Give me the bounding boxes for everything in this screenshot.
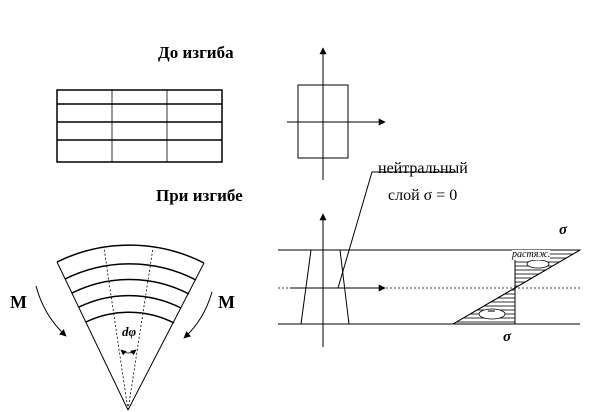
moment-arrows [35,285,213,339]
sigma-label-top: σ [559,222,568,238]
neutral-layer-label-line1: нейтральный [378,160,468,177]
minus-sign: − [487,304,496,320]
moment-label-right: M [218,292,235,312]
during-bending-title: При изгибе [156,186,243,205]
neutral-layer-label-line2: слой σ = 0 [388,187,458,204]
angle-label: dφ [122,324,137,339]
bent-beam-sector [56,244,205,411]
sigma-label-bottom: σ [503,329,512,345]
straight-beam-grid [56,89,223,163]
stress-diagram [278,213,582,347]
neutral-layer-leader [337,171,456,289]
moment-label-left: M [10,292,27,312]
before-bending-title: До изгиба [158,43,234,62]
cross-section-axes [287,47,386,180]
tension-label: растяж. [512,249,551,260]
